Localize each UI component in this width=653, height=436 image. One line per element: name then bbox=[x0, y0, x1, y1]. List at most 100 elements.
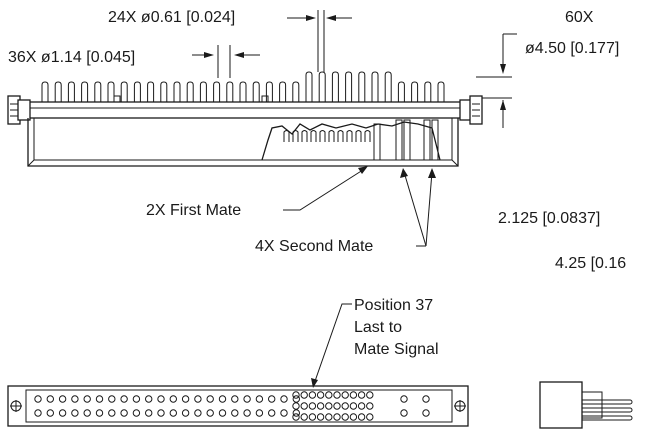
contact-hole bbox=[206, 395, 214, 403]
contact-hole bbox=[157, 409, 165, 417]
contact bbox=[292, 130, 299, 142]
position-label-line3: Mate Signal bbox=[354, 341, 439, 358]
contact-hole bbox=[83, 409, 91, 417]
contact-hole bbox=[357, 391, 366, 399]
end-view-step bbox=[581, 391, 603, 419]
contact-hole bbox=[243, 409, 251, 417]
contact-hole bbox=[292, 395, 300, 403]
contact-hole bbox=[422, 409, 430, 417]
face-insert bbox=[25, 389, 453, 423]
first-mate-leader bbox=[283, 166, 368, 211]
second-mate-contact bbox=[395, 119, 403, 161]
contact-hole bbox=[58, 395, 67, 403]
contact-hole bbox=[400, 409, 408, 417]
contact bbox=[319, 130, 326, 142]
contact-hole bbox=[349, 391, 358, 399]
contact-hole bbox=[366, 413, 374, 421]
pin bbox=[397, 81, 405, 102]
contact-hole bbox=[34, 395, 42, 403]
contact-hole bbox=[341, 413, 349, 421]
pin bbox=[265, 81, 273, 102]
contact-hole bbox=[357, 402, 366, 410]
contact-hole bbox=[145, 395, 153, 403]
second-mate-contact bbox=[403, 119, 411, 161]
contact-hole bbox=[292, 409, 300, 417]
contact bbox=[301, 130, 308, 142]
contact-hole bbox=[333, 391, 341, 399]
connector-body bbox=[27, 118, 459, 167]
pin bbox=[173, 81, 181, 102]
pin bbox=[41, 81, 49, 102]
contact-holes bbox=[34, 391, 430, 421]
contact-hole bbox=[255, 395, 264, 403]
contact-hole bbox=[95, 409, 104, 417]
pin bbox=[279, 81, 287, 102]
pin bbox=[160, 81, 168, 102]
first-mate-contact bbox=[373, 123, 381, 161]
pin bbox=[81, 81, 89, 102]
contact-hole bbox=[108, 395, 116, 403]
connector-side-view bbox=[7, 71, 483, 167]
contact-hole bbox=[341, 402, 349, 410]
contact-hole bbox=[34, 409, 42, 417]
contact-hole bbox=[218, 409, 227, 417]
contact-hole bbox=[145, 409, 153, 417]
contact bbox=[355, 130, 362, 142]
contact-hole bbox=[333, 402, 341, 410]
dim-small-pin-label: 24X ø0.61 [0.024] bbox=[108, 9, 235, 26]
contact-hole bbox=[300, 402, 308, 410]
contact-hole bbox=[349, 413, 358, 421]
second-mate-leader bbox=[400, 168, 436, 247]
pin bbox=[226, 81, 234, 102]
contact-hole bbox=[292, 402, 300, 410]
contact bbox=[337, 130, 344, 142]
position-leader bbox=[311, 303, 352, 388]
left-ear-inner bbox=[17, 99, 31, 121]
connector-face-view bbox=[7, 385, 469, 427]
connector-end-view bbox=[539, 381, 633, 429]
contact-hole bbox=[280, 395, 288, 403]
pin bbox=[107, 81, 115, 102]
pin bbox=[305, 71, 313, 102]
contact-hole bbox=[308, 402, 317, 410]
contact-hole bbox=[169, 409, 178, 417]
contact-hole bbox=[132, 395, 141, 403]
contact bbox=[328, 130, 335, 142]
dim-row-spacing-label: 4.25 [0.16 bbox=[555, 255, 626, 272]
contact-hole bbox=[292, 391, 300, 399]
pin bbox=[345, 71, 353, 102]
dim-height-label: ø4.50 [0.177] bbox=[525, 40, 619, 57]
pin bbox=[252, 81, 260, 102]
dim-large-pin-label: 36X ø1.14 [0.045] bbox=[8, 49, 135, 66]
pin bbox=[239, 81, 247, 102]
pin bbox=[54, 81, 62, 102]
contact-hole bbox=[46, 395, 54, 403]
pin bbox=[358, 71, 366, 102]
position-label-line1: Position 37 bbox=[354, 297, 433, 314]
pin bbox=[94, 81, 102, 102]
contact-hole bbox=[357, 413, 366, 421]
contact-hole bbox=[325, 402, 333, 410]
dim-height-leader bbox=[476, 33, 517, 128]
contact-hole bbox=[325, 413, 333, 421]
top-flange bbox=[27, 101, 463, 119]
pin bbox=[147, 81, 155, 102]
contact-hole bbox=[120, 409, 128, 417]
contact-hole bbox=[169, 395, 178, 403]
dim-large-pin-leader bbox=[192, 45, 260, 78]
pin bbox=[371, 71, 379, 102]
first-mate-label: 2X First Mate bbox=[146, 202, 241, 219]
contact-hole bbox=[349, 402, 358, 410]
end-view-body bbox=[539, 381, 583, 429]
contact-hole bbox=[194, 395, 202, 403]
contact-hole bbox=[243, 395, 251, 403]
contact-hole bbox=[58, 409, 67, 417]
pin bbox=[437, 81, 445, 102]
contact-hole bbox=[341, 391, 349, 399]
second-mate-contact bbox=[431, 119, 439, 161]
contact-hole bbox=[300, 391, 308, 399]
contact-hole bbox=[231, 395, 239, 403]
contact-hole bbox=[108, 409, 116, 417]
contact-hole bbox=[255, 409, 264, 417]
